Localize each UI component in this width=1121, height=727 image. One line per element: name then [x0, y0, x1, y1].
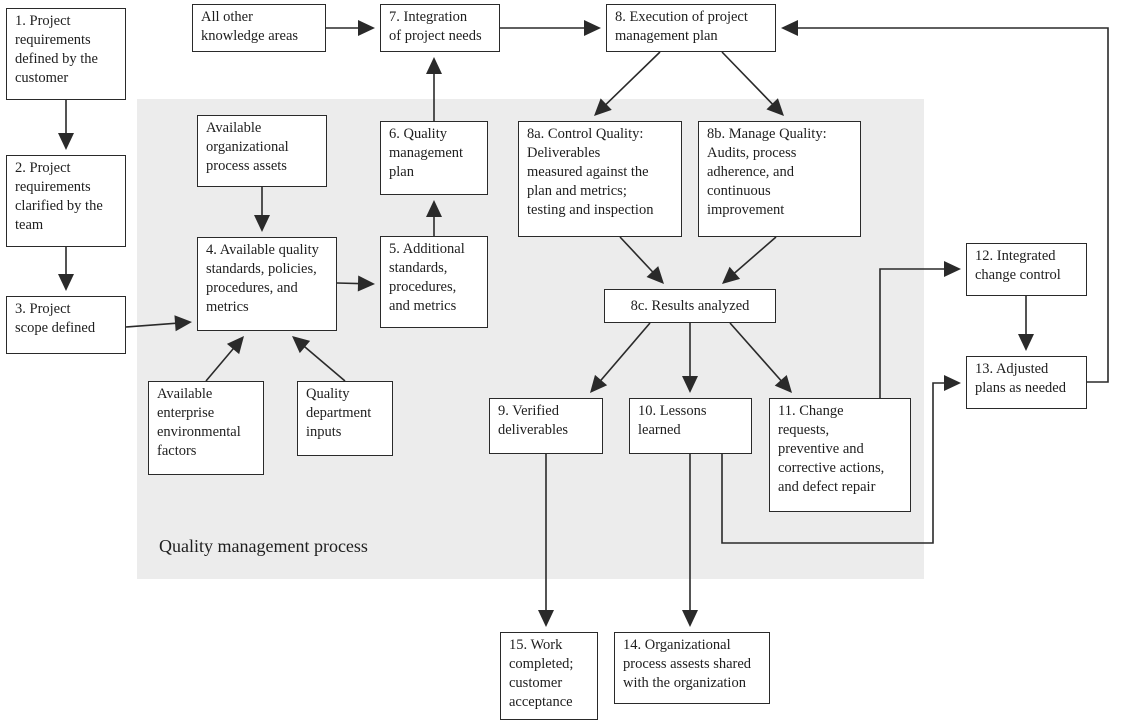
node-9-verified-deliverables: 9. Verified deliverables	[489, 398, 603, 454]
arrow-11-to-12	[879, 261, 961, 398]
arrow-2-to-3-head	[58, 274, 74, 291]
arrow-other-to-7-head	[358, 20, 375, 36]
arrow-9-to-15-head	[538, 610, 554, 627]
arrow-6-to-7-head	[426, 57, 442, 74]
arrow-4-to-5-head	[357, 275, 375, 292]
arrow-12-to-13	[1018, 296, 1034, 351]
arrow-9-to-15	[538, 454, 554, 627]
arrow-opa-to-4	[254, 187, 270, 232]
arrow-8c-to-11-head	[774, 374, 792, 393]
arrow-7-to-8	[500, 20, 601, 36]
node-1-project-requirements-defined: 1. Project requirements defined by the c…	[6, 8, 126, 100]
arrow-1-to-2-head	[58, 133, 74, 150]
arrow-7-to-8-head	[584, 20, 601, 36]
arrow-8b-to-8c-head	[722, 266, 741, 284]
arrow-opa-to-4-head	[254, 215, 270, 232]
arrow-10-to-13	[721, 375, 961, 544]
arrow-10-to-14	[682, 454, 698, 627]
arrow-qdi-to-4	[292, 336, 346, 382]
node-11-change-requests: 11. Change requests, preventive and corr…	[769, 398, 911, 512]
node-15-work-completed: 15. Work completed; customer acceptance	[500, 632, 598, 720]
node-7-integration-of-project-needs: 7. Integration of project needs	[380, 4, 500, 52]
arrow-8c-to-9-head	[590, 374, 608, 393]
node-available-enterprise-environmental-factors: Available enterprise environmental facto…	[148, 381, 264, 475]
arrow-12-to-13-head	[1018, 334, 1034, 351]
node-14-organizational-process-assets-shared: 14. Organizational process assests share…	[614, 632, 770, 704]
arrow-3-to-4-head	[174, 315, 192, 332]
node-6-quality-management-plan: 6. Quality management plan	[380, 121, 488, 195]
node-12-integrated-change-control: 12. Integrated change control	[966, 243, 1087, 296]
arrow-2-to-3	[58, 247, 74, 291]
region-label: Quality management process	[159, 536, 368, 556]
arrow-qdi-to-4-head	[292, 336, 311, 354]
arrow-5-to-6-head	[426, 200, 442, 217]
node-quality-department-inputs: Quality department inputs	[297, 381, 393, 456]
node-4-available-quality-standards: 4. Available quality standards, policies…	[197, 237, 337, 331]
arrow-4-to-5	[336, 275, 375, 292]
arrow-other-to-7	[326, 20, 375, 36]
node-8c-results-analyzed: 8c. Results analyzed	[604, 289, 776, 323]
arrow-6-to-7	[426, 57, 442, 121]
node-2-project-requirements-clarified: 2. Project requirements clarified by the…	[6, 155, 126, 247]
arrow-13-to-8-head	[781, 20, 798, 36]
arrow-8c-to-9	[590, 322, 651, 393]
node-8a-control-quality: 8a. Control Quality: Deliverables measur…	[518, 121, 682, 237]
arrow-10-to-14-head	[682, 610, 698, 627]
arrow-8b-to-8c	[722, 236, 777, 284]
arrow-eef-to-4-head	[226, 336, 244, 355]
arrow-8-to-8b-head	[766, 98, 784, 116]
node-13-adjusted-plans: 13. Adjusted plans as needed	[966, 356, 1087, 409]
arrow-8c-to-11	[729, 322, 792, 393]
node-5-additional-standards: 5. Additional standards, procedures, and…	[380, 236, 488, 328]
arrow-8a-to-8c-head	[646, 266, 664, 284]
arrow-11-to-12-head	[944, 261, 961, 277]
arrow-8a-to-8c	[619, 236, 664, 284]
arrow-8c-to-10-head	[682, 376, 698, 393]
arrow-5-to-6	[426, 200, 442, 236]
arrow-10-to-13-head	[944, 375, 961, 391]
arrow-8-to-8a	[594, 51, 661, 116]
arrow-3-to-4	[125, 315, 192, 332]
arrow-8-to-8a-head	[594, 98, 612, 116]
node-8b-manage-quality: 8b. Manage Quality: Audits, process adhe…	[698, 121, 861, 237]
node-all-other-knowledge-areas: All other knowledge areas	[192, 4, 326, 52]
arrow-1-to-2	[58, 100, 74, 150]
arrow-8c-to-10	[682, 323, 698, 393]
node-available-organizational-process-assets: Available organizational process assets	[197, 115, 327, 187]
node-8-execution-of-management-plan: 8. Execution of project management plan	[606, 4, 776, 52]
node-3-project-scope-defined: 3. Project scope defined	[6, 296, 126, 354]
node-10-lessons-learned: 10. Lessons learned	[629, 398, 752, 454]
arrow-8-to-8b	[721, 51, 784, 116]
arrow-13-to-8	[781, 20, 1109, 383]
arrow-eef-to-4	[205, 336, 244, 382]
